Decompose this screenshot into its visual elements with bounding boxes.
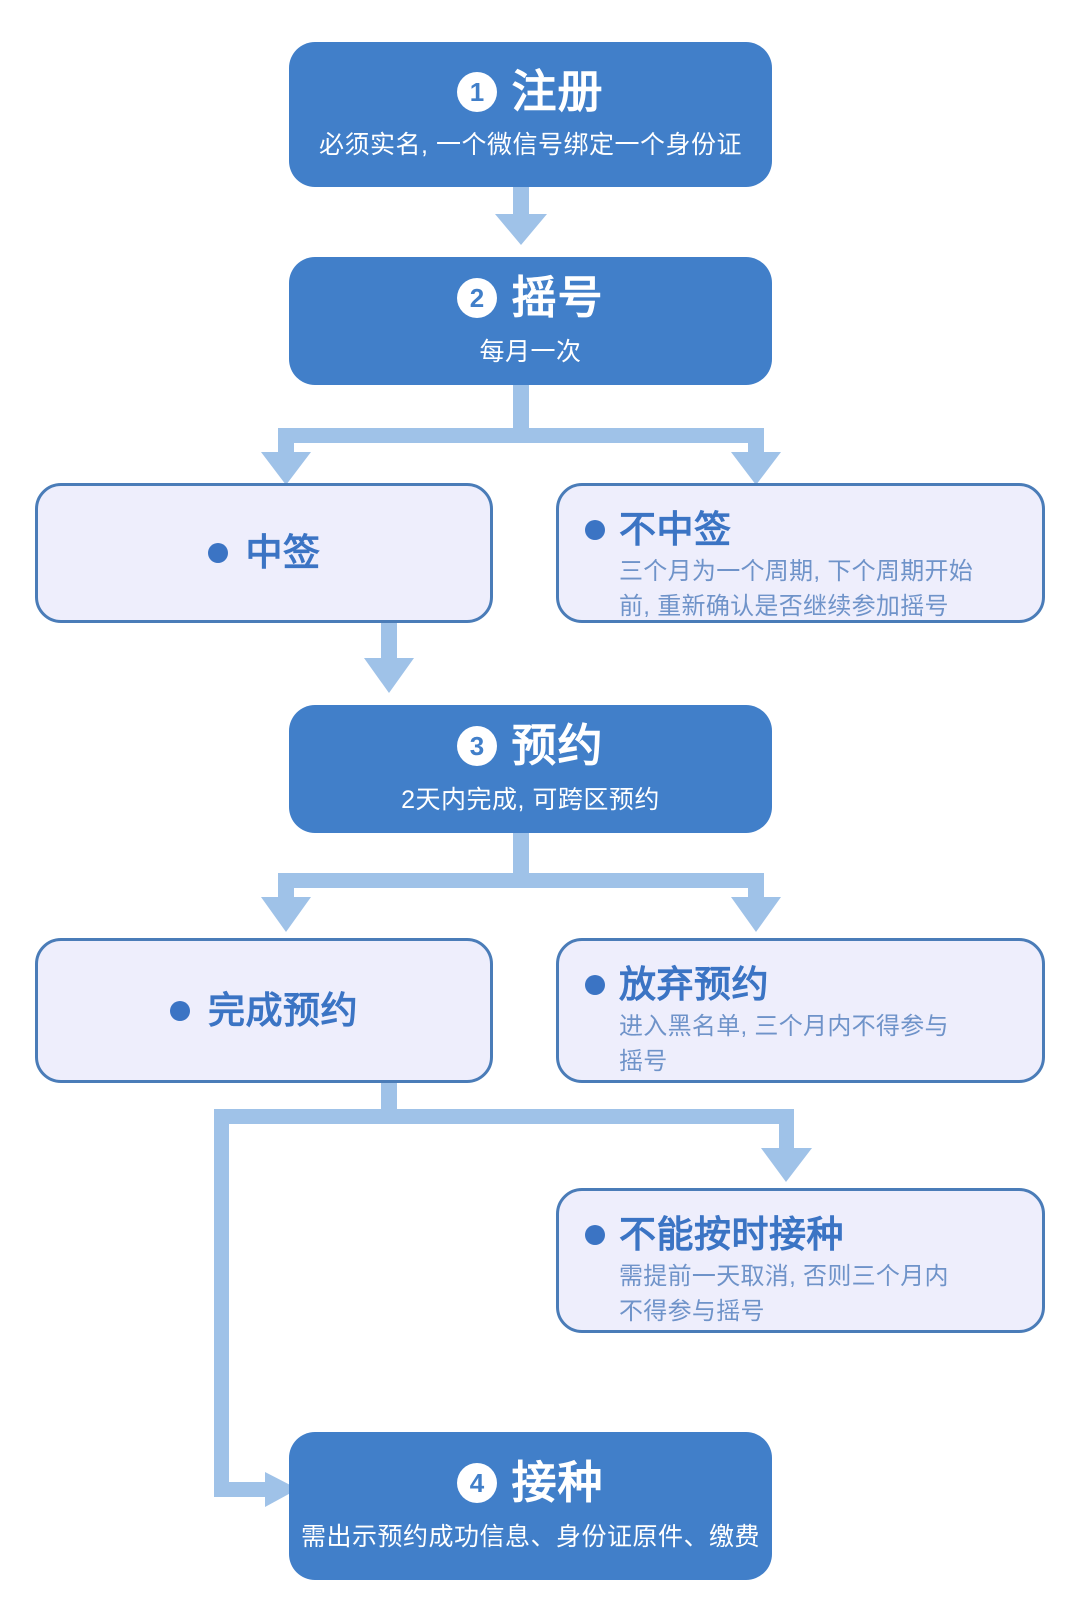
- outcome-booked-row: 完成预约: [170, 989, 358, 1033]
- bullet-dot-icon: [585, 1225, 605, 1245]
- outcome-abandon-row: 放弃预约 进入黑名单, 三个月内不得参与 摇号: [585, 963, 1016, 1079]
- outcome-box-won[interactable]: 中签: [35, 483, 493, 623]
- step-appointment-subtitle: 2天内完成, 可跨区预约: [401, 785, 660, 814]
- outcome-won-row: 中签: [207, 531, 321, 575]
- outcome-lost-row: 不中签 三个月为一个周期, 下个周期开始 前, 重新确认是否继续参加摇号: [585, 508, 1016, 624]
- outcome-box-abandon[interactable]: 放弃预约 进入黑名单, 三个月内不得参与 摇号: [556, 938, 1045, 1083]
- outcome-lost-desc-line2: 前, 重新确认是否继续参加摇号: [619, 592, 949, 620]
- bullet-dot-icon: [207, 543, 228, 563]
- step-vaccinate-title: 接种: [511, 1457, 604, 1509]
- arrow-lottery-split: [261, 384, 781, 485]
- bullet-dot-icon: [585, 975, 605, 995]
- step-lottery-headline: 2 摇号: [457, 272, 604, 324]
- arrow-won-to-appointment: [364, 622, 414, 693]
- outcome-lost-title: 不中签: [619, 509, 732, 550]
- step-box-appointment[interactable]: 3 预约 2天内完成, 可跨区预约: [289, 705, 772, 833]
- step-register-headline: 1 注册: [457, 68, 603, 115]
- outcome-lost-desc-line1: 三个月为一个周期, 下个周期开始: [619, 557, 974, 585]
- step-number-badge: 1: [457, 71, 498, 112]
- step-box-vaccinate[interactable]: 4 接种 需出示预约成功信息、身份证原件、缴费: [289, 1432, 772, 1580]
- step-box-lottery[interactable]: 2 摇号 每月一次: [289, 257, 772, 385]
- step-box-register[interactable]: 1 注册 必须实名, 一个微信号绑定一个身份证: [289, 42, 772, 187]
- step-lottery-title: 摇号: [511, 272, 604, 324]
- outcome-box-booked[interactable]: 完成预约: [35, 938, 493, 1083]
- step-appointment-title: 预约: [511, 720, 604, 772]
- bullet-dot-icon: [170, 1000, 190, 1021]
- outcome-abandon-desc-line2: 摇号: [619, 1047, 668, 1075]
- step-number-badge: 2: [457, 278, 498, 318]
- step-number-badge: 3: [457, 726, 498, 766]
- step-vaccinate-subtitle: 需出示预约成功信息、身份证原件、缴费: [300, 1522, 760, 1551]
- bullet-dot-icon: [585, 520, 605, 540]
- arrow-appointment-split: [261, 830, 781, 932]
- step-register-subtitle: 必须实名, 一个微信号绑定一个身份证: [319, 131, 742, 160]
- step-number-badge: 4: [457, 1463, 498, 1503]
- outcome-booked-title: 完成预约: [208, 989, 358, 1031]
- outcome-late-body: 不能按时接种 需提前一天取消, 否则三个月内 不得参与摇号: [619, 1213, 949, 1329]
- arrow-register-to-lottery: [495, 186, 547, 245]
- step-appointment-headline: 3 预约: [457, 720, 604, 772]
- outcome-abandon-body: 放弃预约 进入黑名单, 三个月内不得参与 摇号: [619, 963, 949, 1079]
- outcome-late-title: 不能按时接种: [619, 1214, 844, 1255]
- outcome-won-title: 中签: [245, 532, 321, 574]
- outcome-abandon-title: 放弃预约: [619, 964, 769, 1005]
- outcome-lost-body: 不中签 三个月为一个周期, 下个周期开始 前, 重新确认是否继续参加摇号: [619, 508, 973, 624]
- step-register-title: 注册: [511, 65, 604, 117]
- step-lottery-subtitle: 每月一次: [479, 337, 582, 366]
- outcome-late-desc-line2: 不得参与摇号: [619, 1297, 765, 1325]
- step-vaccinate-headline: 4 接种: [457, 1457, 604, 1509]
- outcome-box-lost[interactable]: 不中签 三个月为一个周期, 下个周期开始 前, 重新确认是否继续参加摇号: [556, 483, 1045, 623]
- outcome-late-desc-line1: 需提前一天取消, 否则三个月内: [619, 1262, 949, 1290]
- outcome-abandon-desc-line1: 进入黑名单, 三个月内不得参与: [619, 1012, 949, 1040]
- outcome-late-row: 不能按时接种 需提前一天取消, 否则三个月内 不得参与摇号: [585, 1213, 1016, 1329]
- outcome-box-late[interactable]: 不能按时接种 需提前一天取消, 否则三个月内 不得参与摇号: [556, 1188, 1045, 1333]
